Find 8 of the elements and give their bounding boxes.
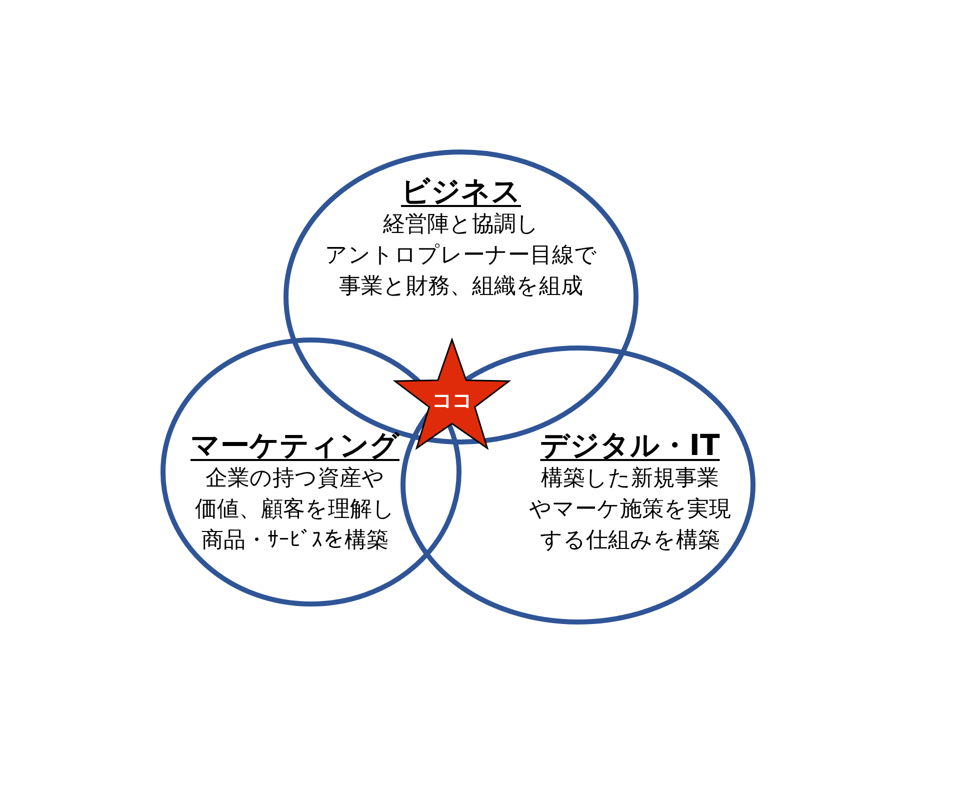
venn-circle	[400, 345, 756, 625]
circle-description: 経営陣と協調しアントロプレーナー目線で事業と財務、組織を組成	[324, 211, 598, 301]
circle-description: 構築した新規事業やマーケ施策を実現する仕組みを構築	[528, 465, 732, 555]
circle-heading: デジタル・IT	[539, 427, 721, 463]
star-label: ココ	[431, 386, 473, 413]
circle-heading: マーケティング	[190, 427, 400, 463]
circle-heading: ビジネス	[400, 173, 522, 209]
circle-description: 企業の持つ資産や価値、顧客を理解し商品・ｻｰﾋﾞｽを構築	[194, 465, 396, 555]
